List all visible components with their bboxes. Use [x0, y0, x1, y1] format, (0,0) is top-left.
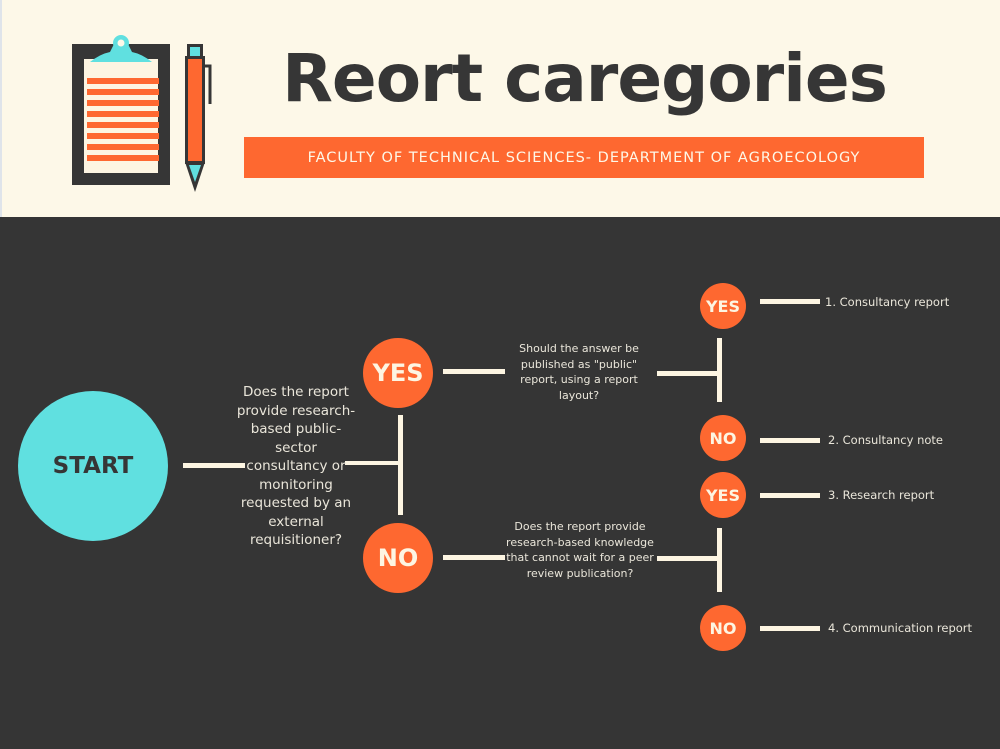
outcome-answer: YES: [700, 283, 746, 329]
flowchart: [0, 217, 1000, 749]
connector: [760, 299, 820, 304]
connector: [398, 415, 403, 515]
outcome-answer: YES: [700, 472, 746, 518]
yes-node: YES: [363, 338, 433, 408]
outcome-label: 4. Communication report: [828, 621, 973, 635]
outcome-answer: NO: [700, 415, 746, 461]
page-title: Reort caregories: [282, 40, 888, 117]
outcome-label: 3. Research report: [828, 488, 935, 502]
question-no: Does the report provide research-based k…: [506, 520, 654, 580]
question-1: Does the report provide research-based p…: [236, 384, 356, 548]
connector: [183, 463, 245, 468]
connector: [443, 555, 505, 560]
subtitle-banner: FACULTY OF TECHNICAL SCIENCES- DEPARTMEN…: [244, 137, 924, 178]
connector: [443, 369, 505, 374]
connector: [760, 438, 820, 443]
connector: [345, 461, 401, 465]
connector: [657, 556, 719, 561]
connector: [657, 371, 719, 376]
clipboard-icon: [72, 35, 170, 185]
no-node: NO: [363, 523, 433, 593]
pen-icon: [185, 44, 212, 192]
outcome-label: 1. Consultancy report: [825, 295, 950, 309]
header: Reort caregories FACULTY OF TECHNICAL SC…: [0, 0, 1000, 217]
start-node: START: [18, 391, 168, 541]
question-yes: Should the answer be published as "publi…: [519, 342, 639, 402]
outcome-answer: NO: [700, 605, 746, 651]
connector: [717, 338, 722, 402]
connector: [717, 528, 722, 592]
outcome-label: 2. Consultancy note: [828, 433, 943, 447]
connector: [760, 493, 820, 498]
connector: [760, 626, 820, 631]
